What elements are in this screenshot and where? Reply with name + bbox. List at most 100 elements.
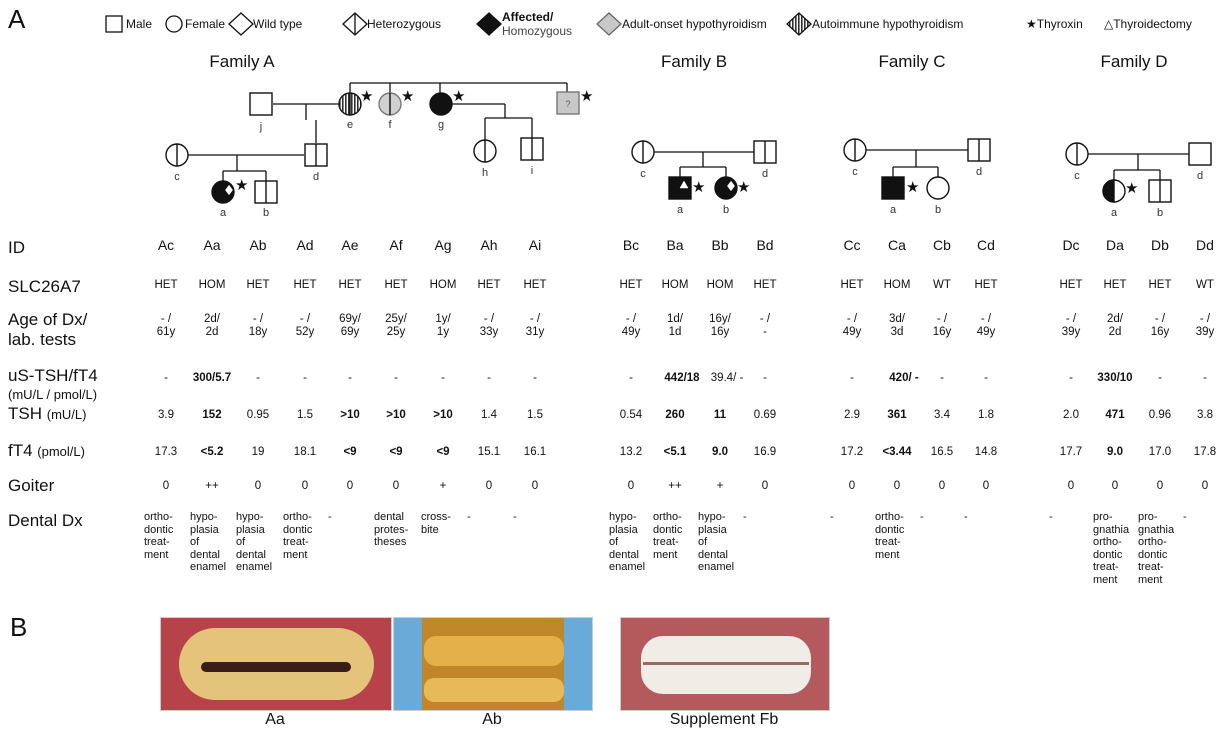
ped-label: d <box>976 166 982 178</box>
cell-goiter: 0 <box>1093 480 1137 493</box>
ped-label: b <box>1157 207 1163 219</box>
ped-label: i <box>531 165 533 177</box>
cell-age: 1d/ 1d <box>653 313 697 339</box>
cell-dental: - <box>1183 511 1226 524</box>
ped-label: a <box>1111 207 1118 219</box>
ped-label: a <box>677 204 684 216</box>
cell-gene: WT <box>920 279 964 292</box>
cell-gene: HOM <box>190 279 234 292</box>
cell-ustsh: - <box>283 372 327 385</box>
cell-tsh: 11 <box>698 409 742 422</box>
ped-label: j <box>259 121 262 133</box>
cell-age: - / 49y <box>609 313 653 339</box>
row-label-ft4-unit: (pmol/L) <box>37 444 85 459</box>
row-label-gene: SLC26A7 <box>8 277 81 297</box>
ped-label: g <box>438 119 444 131</box>
row-label-goiter: Goiter <box>8 476 54 496</box>
cell-goiter: 0 <box>920 480 964 493</box>
cell-ustsh: - <box>328 372 372 385</box>
cell-tsh: 0.69 <box>743 409 787 422</box>
cell-dental: hypo- plasia of dental enamel <box>190 511 238 574</box>
cell-id: Cb <box>920 239 964 252</box>
cell-ustsh: - <box>609 372 653 385</box>
cell-goiter: ++ <box>190 480 234 493</box>
cell-tsh: 1.8 <box>964 409 1008 422</box>
cell-tsh: 2.0 <box>1049 409 1093 422</box>
ped-label: b <box>935 204 941 216</box>
ped-label: d <box>1197 170 1203 182</box>
cell-gene: HET <box>609 279 653 292</box>
cell-ft4: 9.0 <box>698 446 742 459</box>
cell-goiter: + <box>421 480 465 493</box>
cell-goiter: 0 <box>1183 480 1226 493</box>
pedigree-female-Cb <box>927 177 949 199</box>
cell-ustsh: - <box>964 372 1008 385</box>
cell-ustsh: - <box>374 372 418 385</box>
svg-text:★: ★ <box>737 179 750 196</box>
cell-ft4: 17.8 <box>1183 446 1226 459</box>
cell-tsh: >10 <box>421 409 465 422</box>
ped-label: c <box>640 168 646 180</box>
svg-text:★: ★ <box>580 88 593 105</box>
cell-age: 1y/ 1y <box>421 313 465 339</box>
cell-age: - / 16y <box>1138 313 1182 339</box>
cell-dental: ortho- dontic treat- ment <box>875 511 923 561</box>
ped-label: c <box>852 166 858 178</box>
cell-dental: - <box>830 511 878 524</box>
cell-id: Db <box>1138 239 1182 252</box>
cell-dental: - <box>467 511 515 524</box>
cell-tsh: 0.96 <box>1138 409 1182 422</box>
caption-aa: Aa <box>240 711 310 729</box>
photo-aa <box>160 617 392 711</box>
pedigree-diagrams: ★ ★ ★ ★ ★ ★ ★ ★ ★ j e f g ? c d h i a b … <box>0 0 1226 240</box>
pedigree-male-Dd <box>1189 143 1211 165</box>
cell-goiter: 0 <box>236 480 280 493</box>
cell-gene: HET <box>513 279 557 292</box>
cell-tsh: 1.5 <box>513 409 557 422</box>
cell-age: - / 49y <box>830 313 874 339</box>
cell-tsh: 361 <box>875 409 919 422</box>
cell-goiter: 0 <box>283 480 327 493</box>
cell-ft4: 18.1 <box>283 446 327 459</box>
cell-ustsh: 300/5.7 <box>190 372 234 385</box>
cell-ustsh: - <box>830 372 874 385</box>
cell-goiter: + <box>698 480 742 493</box>
cell-gene: HET <box>374 279 418 292</box>
cell-id: Ag <box>421 239 465 252</box>
cell-dental: hypo- plasia of dental enamel <box>698 511 746 574</box>
ped-label: a <box>220 207 227 219</box>
ped-label: a <box>890 204 897 216</box>
cell-ft4: 14.8 <box>964 446 1008 459</box>
cell-ustsh: - <box>1049 372 1093 385</box>
svg-text:★: ★ <box>360 88 373 105</box>
row-label-ustsh-unit: (mU/L / pmol/L) <box>8 387 97 402</box>
photo-fb <box>620 617 830 711</box>
ped-label: h <box>482 167 488 179</box>
cell-dental: - <box>920 511 968 524</box>
cell-tsh: >10 <box>374 409 418 422</box>
cell-tsh: 0.95 <box>236 409 280 422</box>
cell-ft4: <5.1 <box>653 446 697 459</box>
panel-letter-b: B <box>10 612 27 643</box>
cell-dental: - <box>743 511 791 524</box>
cell-tsh: 0.54 <box>609 409 653 422</box>
cell-ft4: 19 <box>236 446 280 459</box>
cell-ft4: 13.2 <box>609 446 653 459</box>
cell-ustsh: - <box>467 372 511 385</box>
cell-id: Bd <box>743 239 787 252</box>
cell-age: 2d/ 2d <box>1093 313 1137 339</box>
cell-age: - / 52y <box>283 313 327 339</box>
row-label-ustsh: uS-TSH/fT4 <box>8 366 98 386</box>
cell-id: Ai <box>513 239 557 252</box>
cell-id: Ca <box>875 239 919 252</box>
ped-label: e <box>347 119 353 131</box>
cell-ft4: 9.0 <box>1093 446 1137 459</box>
cell-ft4: <9 <box>421 446 465 459</box>
cell-gene: HET <box>743 279 787 292</box>
cell-id: Aa <box>190 239 234 252</box>
pedigree-female-Ag <box>430 93 452 115</box>
svg-text:★: ★ <box>235 177 248 194</box>
cell-id: Ad <box>283 239 327 252</box>
cell-id: Af <box>374 239 418 252</box>
cell-id: Dc <box>1049 239 1093 252</box>
